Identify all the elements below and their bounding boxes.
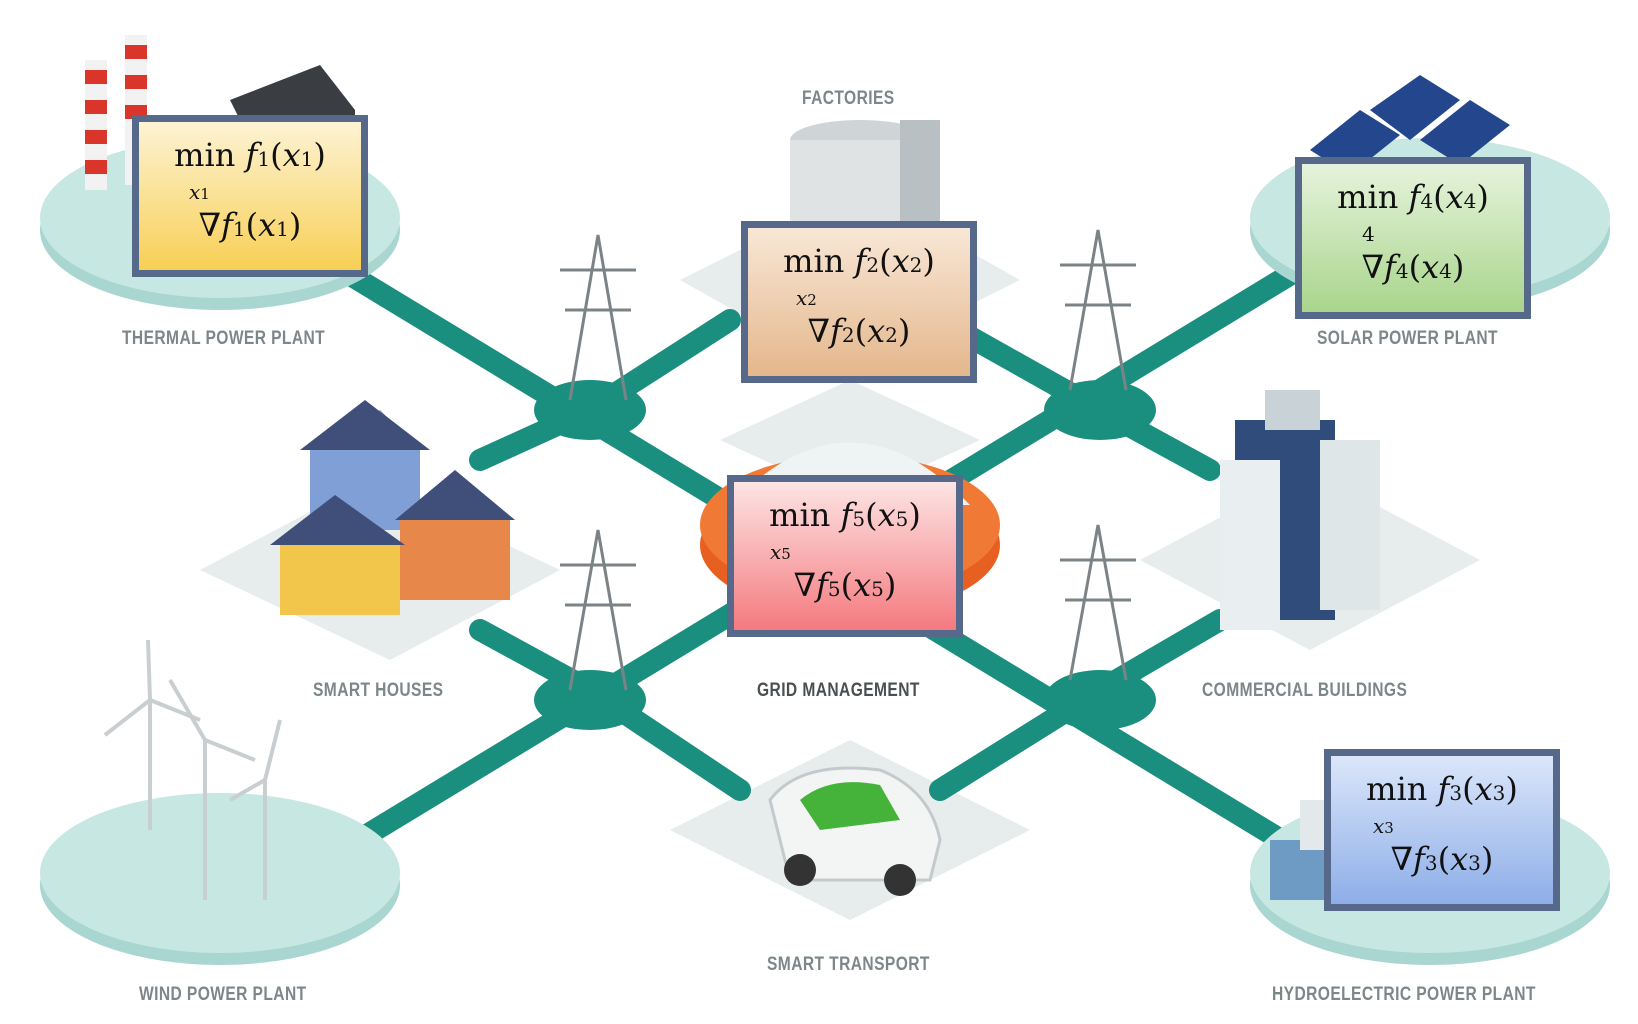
function-subscript: 1 [232,217,246,241]
argument-subscript: 3 [1468,851,1481,875]
gradient-operator: ∇ [1361,248,1384,286]
argument-symbol: x [1450,840,1469,878]
min-subscript-var: x [770,540,782,564]
label-smart-transport: SMART TRANSPORT [767,954,930,975]
argument-symbol: x [867,312,886,350]
argument-subscript: 4 [1439,259,1452,283]
label-solar-power-plant: SOLAR POWER PLANT [1317,328,1498,349]
min-subscript-index: 2 [807,291,817,309]
function-subscript: 5 [827,577,841,601]
argument-symbol: x [1474,770,1493,808]
argument-symbol: x [258,206,277,244]
min-operator: min [174,136,236,174]
min-operator: min [1366,770,1428,808]
gradient-operator: ∇ [793,566,816,604]
node-box-4: min f4(x4) 4 ∇f4(x4) [1295,157,1531,319]
label-thermal-power-plant: THERMAL POWER PLANT [122,328,326,349]
function-symbol: f [221,206,233,244]
function-symbol: f [840,496,853,534]
function-subscript: 2 [866,253,880,277]
function-symbol: f [816,566,828,604]
min-subscript-var: x [1373,814,1385,838]
min-subscript-var: x [796,286,808,310]
function-symbol: f [830,312,842,350]
grid-junctions [534,380,1156,730]
node-box-2: min f2(x2) x2 ∇f2(x2) [741,221,977,383]
argument-symbol: x [853,566,872,604]
node-box-5: min f5(x5) x5 ∇f5(x5) [727,475,963,637]
argument-symbol: x [1421,248,1440,286]
argument-subscript: 3 [1492,781,1506,805]
function-subscript: 4 [1420,189,1434,213]
label-grid-management: GRID MANAGEMENT [757,680,920,701]
label-smart-houses: SMART HOUSES [313,680,444,701]
min-subscript-index: 3 [1384,819,1394,837]
label-hydroelectric-power-plant: HYDROELECTRIC POWER PLANT [1272,984,1536,1005]
function-subscript: 4 [1395,259,1409,283]
function-symbol: f [1408,178,1421,216]
function-subscript: 3 [1424,851,1438,875]
function-subscript: 2 [841,323,855,347]
function-symbol: f [854,242,867,280]
node-box-3: min f3(x3) x3 ∇f3(x3) [1324,749,1560,911]
wind-turbines-icon [103,639,282,900]
gradient-operator: ∇ [1390,840,1413,878]
smart-car-icon [768,766,942,896]
gradient-operator: ∇ [198,206,221,244]
function-symbol: f [1413,840,1425,878]
argument-subscript: 4 [1463,189,1477,213]
function-subscript: 3 [1449,781,1463,805]
function-symbol: f [245,136,258,174]
argument-subscript: 5 [895,507,909,531]
label-commercial-buildings: COMMERCIAL BUILDINGS [1202,680,1408,701]
label-factories: FACTORIES [802,88,895,109]
argument-subscript: 1 [276,217,289,241]
smart-houses-icon [270,400,515,615]
argument-symbol: x [282,136,301,174]
function-subscript: 5 [852,507,866,531]
argument-subscript: 2 [909,253,923,277]
gradient-operator: ∇ [807,312,830,350]
min-operator: min [769,496,831,534]
function-symbol: f [1437,770,1450,808]
argument-subscript: 5 [871,577,884,601]
node-box-1: min f1(x1) x1 ∇f1(x1) [132,115,368,277]
argument-subscript: 2 [885,323,898,347]
argument-symbol: x [877,496,896,534]
argument-symbol: x [1445,178,1464,216]
min-subscript-var: 4 [1362,222,1375,246]
argument-symbol: x [891,242,910,280]
min-subscript-var: x [189,180,201,204]
function-subscript: 1 [257,147,271,171]
function-symbol: f [1384,248,1396,286]
label-wind-power-plant: WIND POWER PLANT [139,984,307,1005]
min-subscript-index: 5 [781,545,791,563]
min-operator: min [783,242,845,280]
argument-subscript: 1 [300,147,314,171]
commercial-buildings-icon [1220,390,1380,630]
min-subscript-index: 1 [200,185,210,203]
power-pylons [560,229,1136,691]
min-operator: min [1337,178,1399,216]
